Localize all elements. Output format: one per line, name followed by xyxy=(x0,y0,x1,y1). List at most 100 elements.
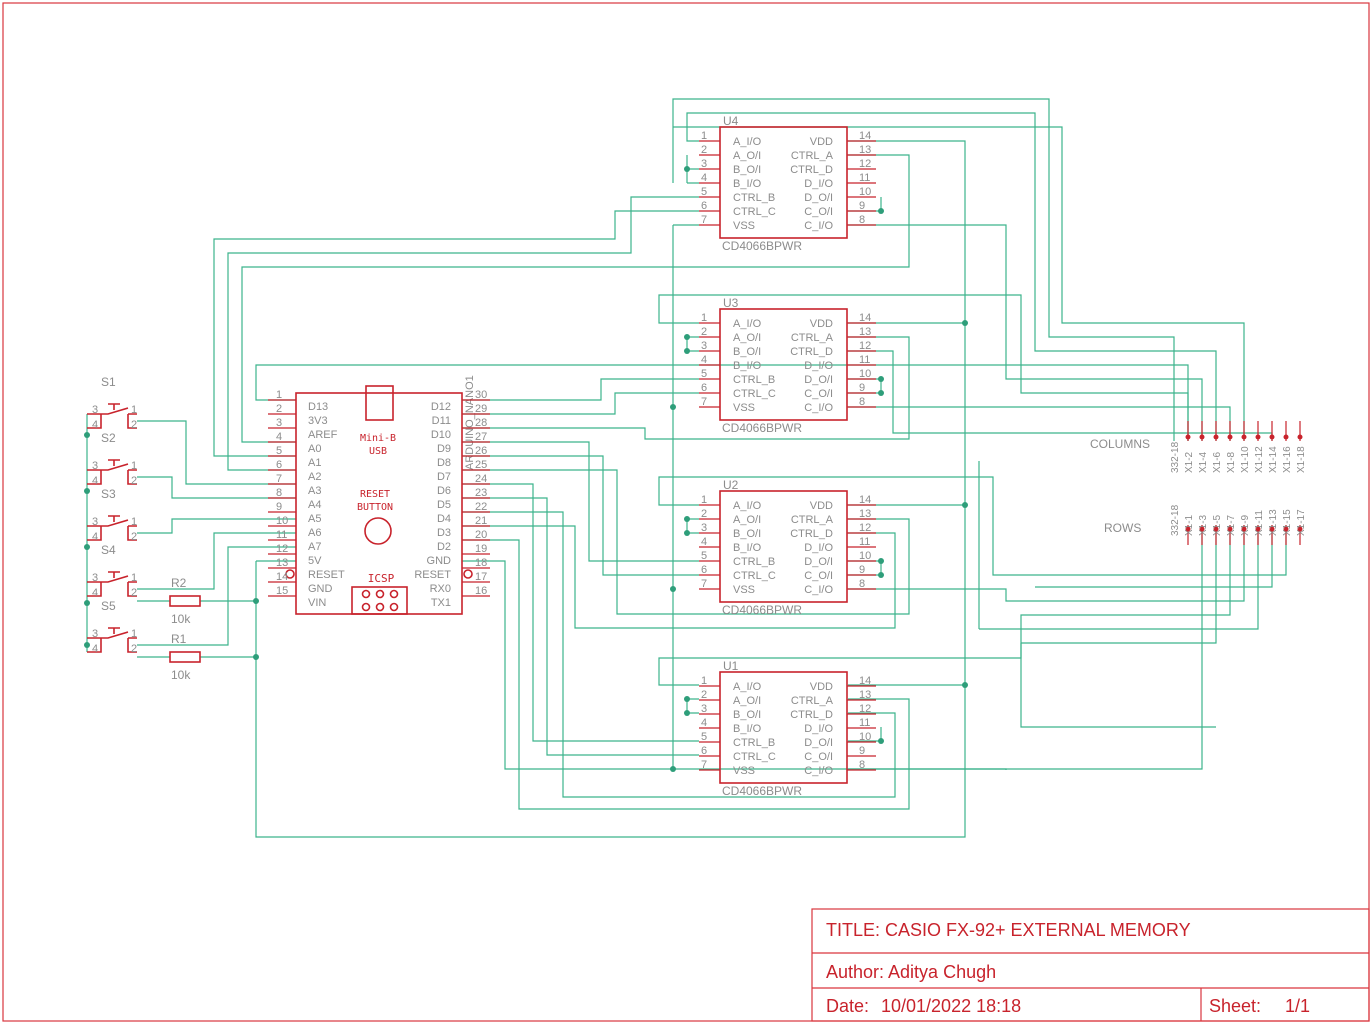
arduino-pin-name: A5 xyxy=(308,513,321,525)
ic-pin-name: B_I/O xyxy=(733,723,762,735)
row-pin-dot xyxy=(1213,526,1219,532)
row-pin-dot xyxy=(1199,526,1205,532)
ic-pin-name: A_O/I xyxy=(733,332,761,344)
arduino-pin-name: D4 xyxy=(437,513,451,525)
switch-actuator xyxy=(108,459,120,466)
sheet-value: 1/1 xyxy=(1285,996,1310,1016)
arduino-pin-number: 20 xyxy=(475,529,487,541)
ic-pin-name: B_I/O xyxy=(733,542,762,554)
arduino-pin-name: D12 xyxy=(431,401,451,413)
resistor-r1 xyxy=(169,651,201,663)
arduino-pin-number: 6 xyxy=(276,459,282,471)
arduino-pin-name: GND xyxy=(308,583,333,595)
switch-pin: 2 xyxy=(131,587,137,599)
arduino-pin-number: 4 xyxy=(276,431,282,443)
ic-pin-name: C_O/I xyxy=(804,206,833,218)
ic-pin-number: 2 xyxy=(701,144,707,156)
row-pin-label: 332-18 xyxy=(1170,504,1181,536)
arduino-pin-number: 13 xyxy=(276,557,288,569)
ic-pin-name: VSS xyxy=(733,402,755,414)
ic-pin-number: 5 xyxy=(701,731,707,743)
column-pin-label: X1-12 xyxy=(1254,446,1265,473)
ic-pin-number: 2 xyxy=(701,508,707,520)
arduino-pin-name: A0 xyxy=(308,443,321,455)
arduino-pin-name: D6 xyxy=(437,485,451,497)
ic-pin-number: 6 xyxy=(701,382,707,394)
ic-part: CD4066BPWR xyxy=(722,421,802,435)
ic-pin-name: CTRL_C xyxy=(733,751,776,763)
arduino-pin-number: 8 xyxy=(276,487,282,499)
column-pin-dot xyxy=(1199,434,1205,440)
ic-pin-number: 3 xyxy=(701,703,707,715)
ic-pin-name: VSS xyxy=(733,765,755,777)
ic-pin-name: CTRL_D xyxy=(790,528,833,540)
ic-pin-number: 11 xyxy=(859,172,870,184)
switch-ref: S5 xyxy=(101,599,116,613)
column-pin-dot xyxy=(1255,434,1261,440)
ic-pin-name: D_O/I xyxy=(804,556,833,568)
ic-pin-number: 4 xyxy=(701,354,707,366)
ic-pin-name: VDD xyxy=(810,318,833,330)
arduino-pin-number: 11 xyxy=(276,529,287,541)
ic-pin-number: 14 xyxy=(859,312,871,324)
switch-pin: 1 xyxy=(131,404,137,416)
arduino-pin-name: A1 xyxy=(308,457,321,469)
resistor-r2 xyxy=(169,595,201,607)
switch-ref: S3 xyxy=(101,487,116,501)
ic-pin-number: 6 xyxy=(701,564,707,576)
icsp-label: ICSP xyxy=(368,572,395,585)
ic-pin-number: 10 xyxy=(859,186,871,198)
arduino-pin-number: 30 xyxy=(475,389,487,401)
ic-pin-name: D_I/O xyxy=(804,360,833,372)
ic-pin-name: A_O/I xyxy=(733,150,761,162)
ic-pin-name: CTRL_C xyxy=(733,570,776,582)
row-pin-dot xyxy=(1227,526,1233,532)
arduino-pin-number: 9 xyxy=(276,501,282,513)
ic-pin-number: 12 xyxy=(859,158,871,170)
usb-connector xyxy=(365,385,394,421)
switch-pin: 2 xyxy=(131,475,137,487)
row-pin-label: X1-7 xyxy=(1226,514,1237,536)
ic-pin-number: 8 xyxy=(859,214,865,226)
arduino-pin-name: TX1 xyxy=(431,597,451,609)
arduino-pin-number: 19 xyxy=(475,543,487,555)
ic-pin-name: B_I/O xyxy=(733,178,762,190)
ic-pin-number: 13 xyxy=(859,508,871,520)
resistor-r2-value: 10k xyxy=(171,612,191,626)
column-pin-dot xyxy=(1297,434,1303,440)
ic-ref: U1 xyxy=(723,659,739,673)
arduino-pin-name: RESET xyxy=(308,569,345,581)
ic-pin-name: A_O/I xyxy=(733,514,761,526)
date-label: Date: xyxy=(826,996,869,1016)
ic-pin-name: B_O/I xyxy=(733,346,761,358)
row-pin-label: X1-5 xyxy=(1212,514,1223,536)
ic-pin-name: C_I/O xyxy=(804,402,833,414)
ic-pin-number: 3 xyxy=(701,158,707,170)
row-pin-label: X1-9 xyxy=(1240,514,1251,536)
wires xyxy=(86,98,1287,838)
switch-pin: 4 xyxy=(92,643,98,655)
ic-pin-name: A_I/O xyxy=(733,318,762,330)
ic-pin-number: 14 xyxy=(859,494,871,506)
switch-pin: 4 xyxy=(92,475,98,487)
ic-pin-number: 10 xyxy=(859,368,871,380)
ic-pin-name: C_O/I xyxy=(804,388,833,400)
ic-ref: U3 xyxy=(723,296,739,310)
row-pin-dot xyxy=(1185,526,1191,532)
column-pin-dot xyxy=(1283,434,1289,440)
arduino-pin-number: 21 xyxy=(475,515,487,527)
arduino-pin-name: D8 xyxy=(437,457,451,469)
ic-pin-number: 10 xyxy=(859,731,871,743)
ic-pin-name: CTRL_D xyxy=(790,709,833,721)
ic-pin-number: 9 xyxy=(859,564,865,576)
column-pin-dot xyxy=(1269,434,1275,440)
switch-pin: 1 xyxy=(131,460,137,472)
ic-pin-name: CTRL_B xyxy=(733,192,775,204)
arduino-pin-name: GND xyxy=(427,555,452,567)
switch-pin: 4 xyxy=(92,531,98,543)
